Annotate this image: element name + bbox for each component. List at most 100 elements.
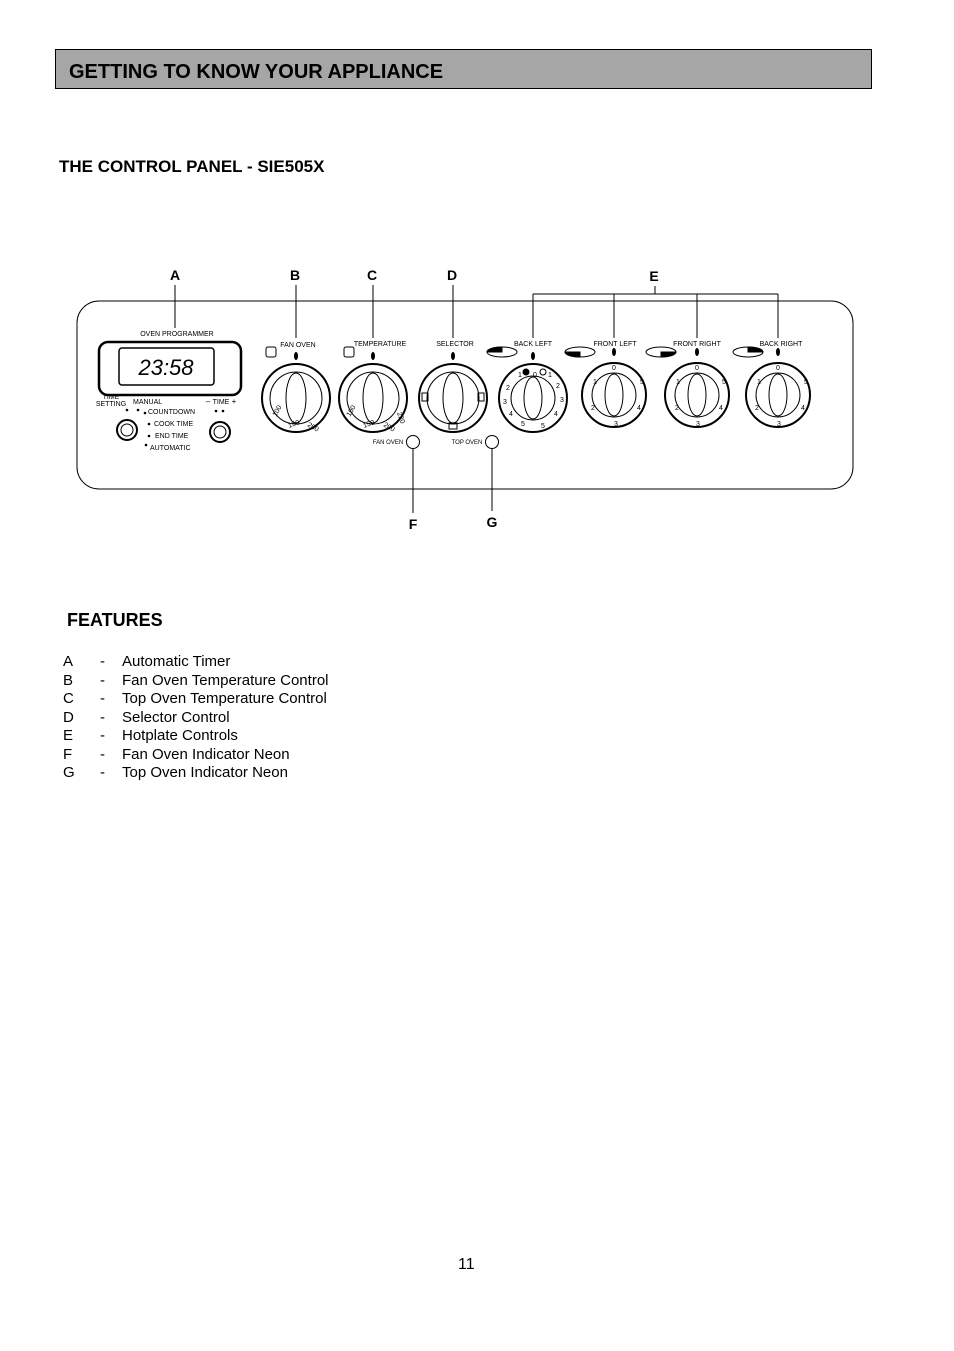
back-left-mark-1: 1 [518, 372, 522, 379]
feature-text: Fan Oven Indicator Neon [122, 745, 290, 763]
knob-pointer-marks [294, 348, 780, 360]
feature-dash: - [100, 708, 105, 726]
feature-letter: D [63, 708, 74, 726]
list-item: B - Fan Oven Temperature Control [63, 672, 329, 691]
top-oven-mark-100: 100 [346, 404, 358, 418]
fan-oven-knob-label: FAN OVEN [280, 342, 315, 349]
mode-end-time-label: END TIME [155, 433, 189, 440]
list-item: G - Top Oven Indicator Neon [63, 764, 329, 783]
selector-right-mode-icon [477, 392, 485, 402]
front-left-mark-1: 1 [593, 379, 597, 386]
time-label: TIME [213, 399, 230, 406]
feature-letter: A [63, 653, 74, 670]
back-left-mark-5: 5 [521, 421, 525, 428]
front-left-mark-3: 3 [614, 421, 618, 428]
fan-oven-mark-150: 150 [287, 419, 300, 430]
feature-letter: C [63, 690, 74, 707]
mode-manual-label: MANUAL [133, 399, 162, 406]
callout-e: E [649, 268, 658, 284]
back-left-mark-3b: 3 [560, 397, 564, 404]
page-number: 11 [458, 1256, 475, 1273]
leader-lines [174, 285, 779, 513]
front-right-mark-5: 5 [722, 379, 726, 386]
mode-countdown-label: COUNTDOWN [148, 409, 195, 416]
back-left-hotplate-knob[interactable] [498, 363, 568, 433]
feature-letter: F [63, 745, 73, 763]
back-left-mark-1b: 1 [548, 372, 552, 379]
feature-text: Automatic Timer [122, 653, 231, 670]
fan-oven-mark-200: 200 [306, 422, 320, 434]
feature-dash: - [100, 690, 105, 707]
feature-text: Selector Control [122, 708, 230, 726]
front-left-hotplate-knob[interactable] [581, 362, 647, 428]
list-item: F - Fan Oven Indicator Neon [63, 746, 329, 765]
section-header-bar: GETTING TO KNOW YOUR APPLIANCE [55, 49, 872, 89]
top-oven-mark-150: 150 [362, 419, 375, 430]
control-panel-outline [76, 300, 854, 490]
back-left-knob-label: BACK LEFT [514, 341, 553, 348]
hotplate-marks: 0 1 2 3 4 5 0 1 2 3 4 5 0 1 2 3 4 5 1 0 … [503, 365, 808, 430]
back-right-hotplate-knob[interactable] [745, 362, 811, 428]
back-right-mark-4: 4 [801, 405, 805, 412]
time-setting-knob[interactable] [116, 419, 138, 441]
feature-dash: - [100, 671, 105, 689]
back-left-mark-4b: 4 [554, 411, 558, 418]
time-dot-right [221, 409, 225, 413]
control-panel-subheading: THE CONTROL PANEL - SIE505X [59, 157, 325, 176]
callout-f: F [409, 516, 418, 532]
top-oven-temperature-knob[interactable] [338, 363, 408, 433]
time-setting-knob-inner [120, 423, 134, 437]
programmer-title: OVEN PROGRAMMER [140, 331, 214, 338]
front-left-mark-5: 5 [640, 379, 644, 386]
back-left-mark-2: 2 [506, 385, 510, 392]
callout-d: D [447, 267, 457, 283]
list-item: D - Selector Control [63, 709, 329, 728]
feature-text: Fan Oven Temperature Control [122, 671, 329, 689]
list-item: E - Hotplate Controls [63, 727, 329, 746]
top-oven-mark-220: 220 [395, 411, 406, 424]
features-heading: FEATURES [67, 610, 163, 630]
back-right-mark-0: 0 [776, 365, 780, 372]
fan-oven-temperature-knob[interactable] [261, 363, 331, 433]
time-dot-left [214, 409, 218, 413]
back-left-mark-3: 3 [503, 399, 507, 406]
selector-left-mode-icon [421, 392, 429, 402]
feature-dash: - [100, 764, 105, 781]
selector-knob[interactable] [418, 363, 488, 433]
feature-list: A - Automatic Timer B - Fan Oven Tempera… [63, 653, 329, 783]
back-right-mark-1: 1 [757, 379, 761, 386]
back-right-mark-5: 5 [804, 379, 808, 386]
list-item: C - Top Oven Temperature Control [63, 690, 329, 709]
control-panel-diagram: A B C D E F G OVEN PROGRAMMER 23:58 TIME… [76, 267, 854, 532]
fan-oven-mark-100: 100 [272, 404, 284, 418]
programmer-display-frame [97, 340, 243, 397]
front-left-knob-label: FRONT LEFT [593, 341, 637, 348]
back-right-mark-2: 2 [755, 405, 759, 412]
back-left-mark-2b: 2 [556, 383, 560, 390]
feature-letter: B [63, 671, 74, 689]
selector-knob-label: SELECTOR [436, 341, 474, 348]
fan-icon [265, 346, 277, 358]
front-right-mark-4: 4 [719, 405, 723, 412]
fan-oven-indicator-neon [406, 435, 420, 449]
selector-bottom-mode-icon [448, 422, 458, 430]
temperature-knob-label: TEMPERATURE [354, 341, 407, 348]
time-setting-label-2: SETTING [96, 401, 126, 408]
time-adjust-knob-inner [213, 425, 227, 439]
callout-c: C [367, 267, 377, 283]
time-plus-label: + [232, 397, 237, 406]
time-setting-label-1: TIME [103, 394, 120, 401]
callout-b: B [290, 267, 300, 283]
time-adjust-knob[interactable] [209, 421, 231, 443]
callout-a: A [170, 267, 180, 283]
front-right-hotplate-knob[interactable] [664, 362, 730, 428]
feature-letter: G [63, 764, 75, 781]
front-left-mark-2: 2 [591, 405, 595, 412]
feature-text: Top Oven Indicator Neon [122, 764, 288, 781]
back-left-mark-0: 0 [533, 372, 537, 379]
page-title: GETTING TO KNOW YOUR APPLIANCE [69, 61, 444, 83]
front-right-mark-2: 2 [675, 405, 679, 412]
back-left-mark-4: 4 [509, 411, 513, 418]
front-right-knob-label: FRONT RIGHT [673, 341, 721, 348]
mode-indicator-dots [125, 408, 151, 447]
